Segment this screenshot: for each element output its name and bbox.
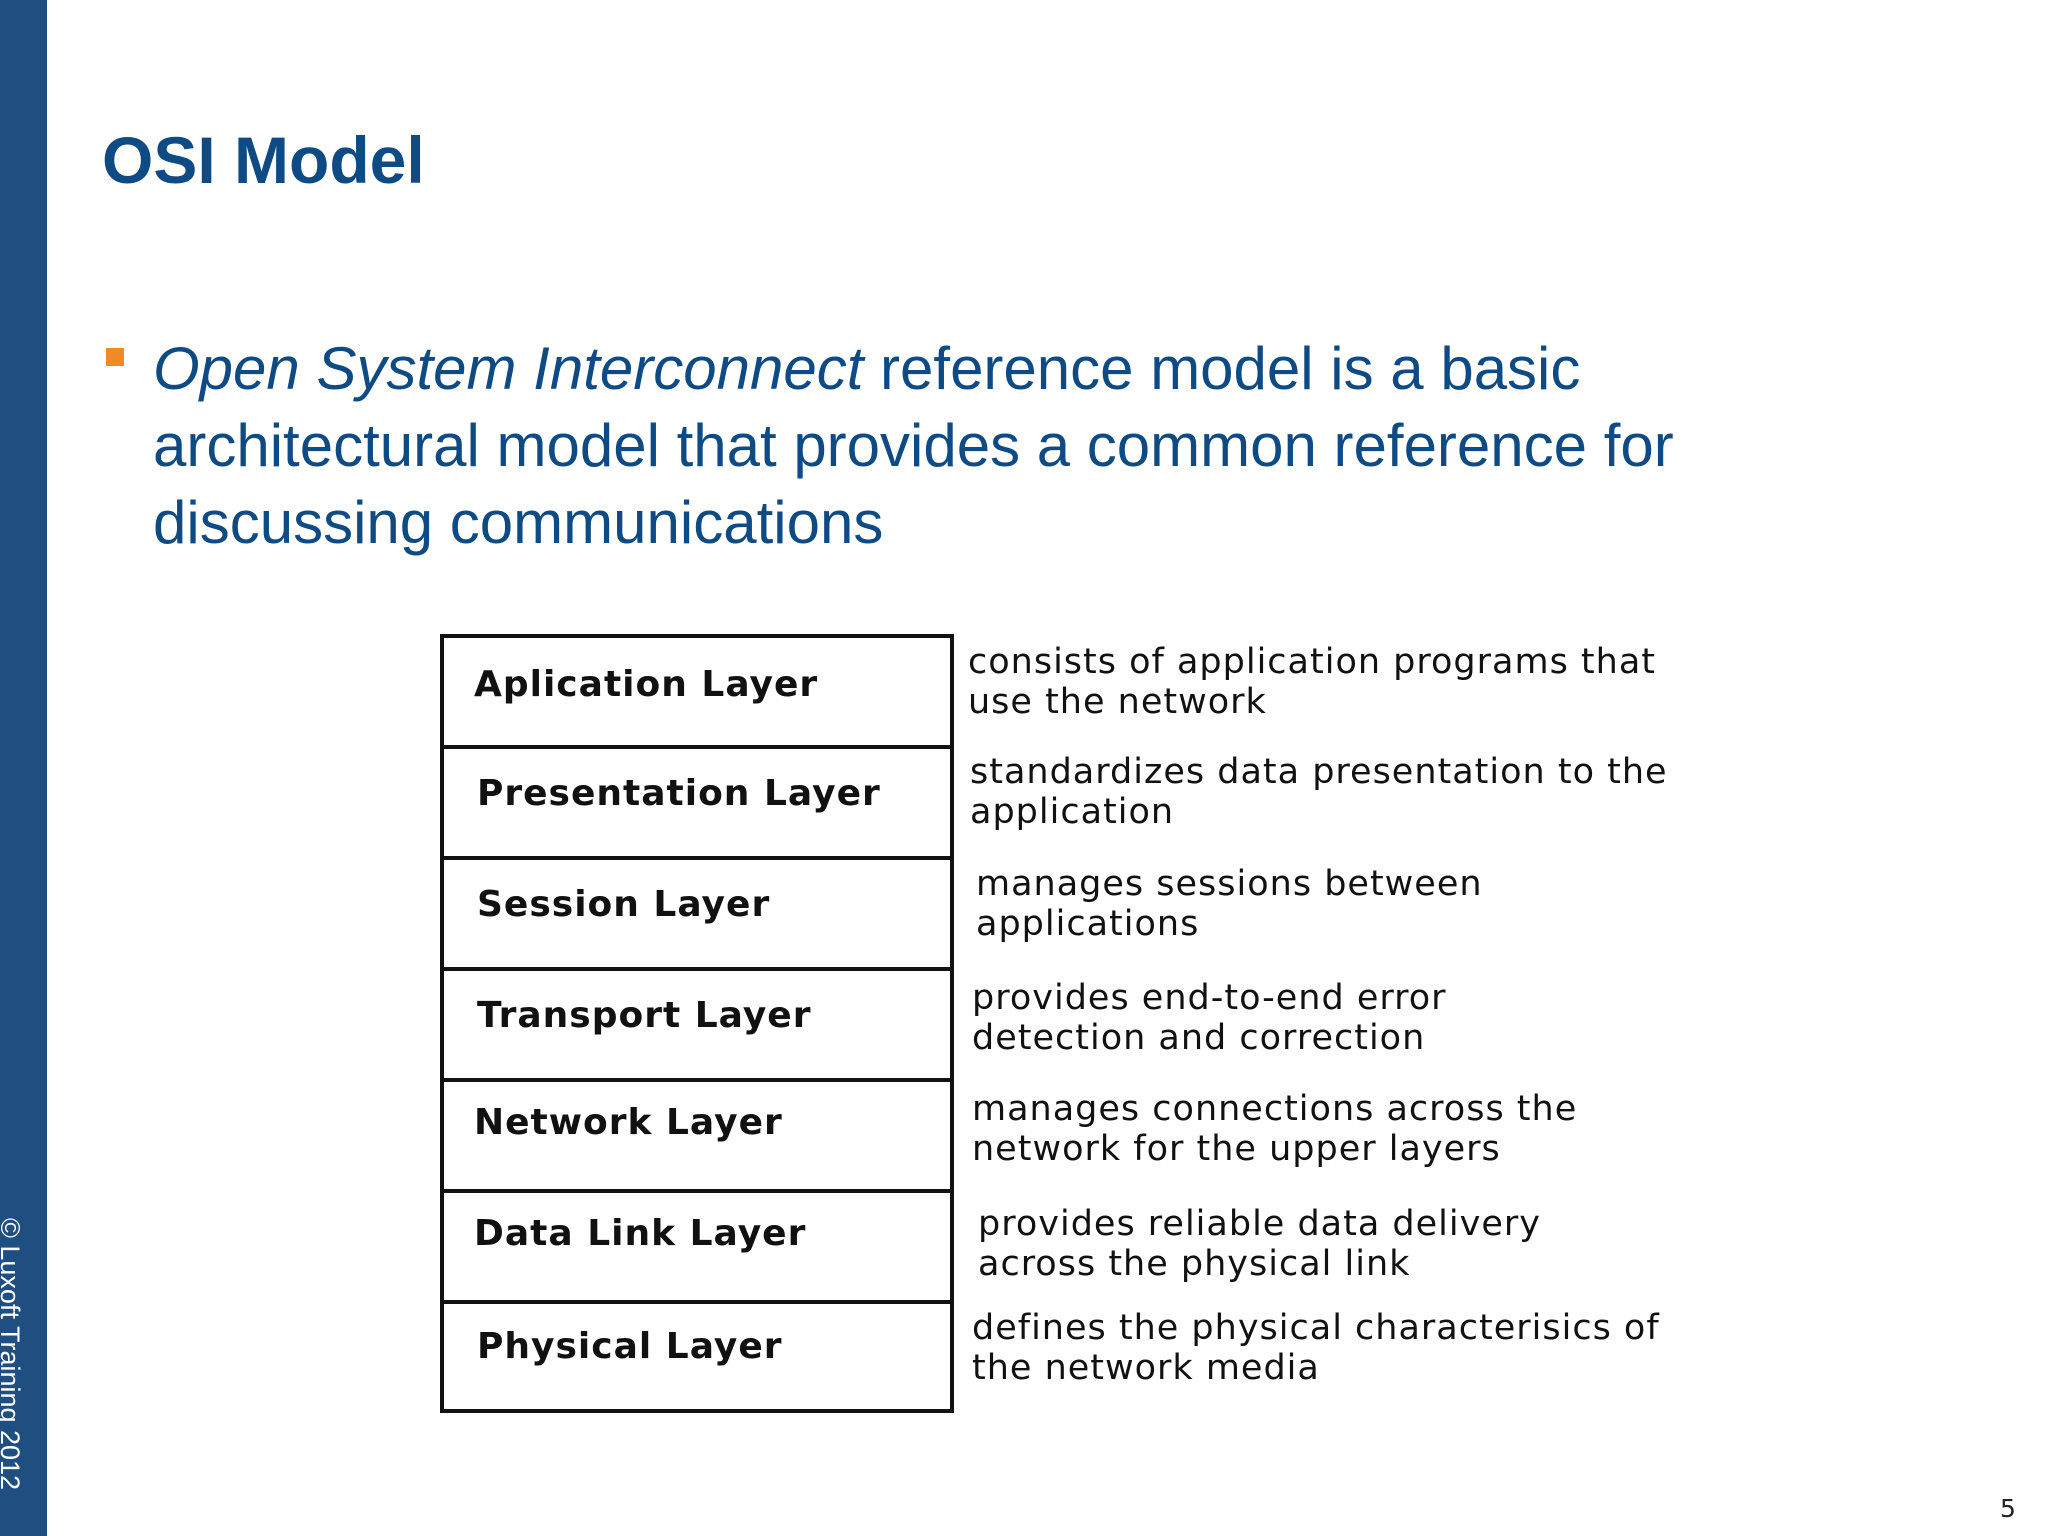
layer-name: Presentation Layer <box>477 773 881 814</box>
page-number: 5 <box>2000 1494 2016 1523</box>
layer-description-presentation: standardizes data presentation to the ap… <box>970 752 1668 832</box>
layer-description-physical: defines the physical characterisics of t… <box>972 1308 1660 1388</box>
layer-row-data-link: Data Link Layer <box>444 1193 950 1304</box>
osi-layer-table: Aplication Layer Presentation Layer Sess… <box>440 634 954 1413</box>
bullet-rest-text: reference model is a basic architectural… <box>153 335 1674 556</box>
layer-description-session: manages sessions between applications <box>976 864 1483 944</box>
layer-description-application: consists of application programs that us… <box>968 642 1657 722</box>
bullet-text: Open System Interconnect reference model… <box>153 330 1873 561</box>
layer-name: Data Link Layer <box>474 1213 807 1254</box>
layer-row-application: Aplication Layer <box>444 638 950 749</box>
layer-description-transport: provides end-to-end error detection and … <box>972 978 1447 1058</box>
side-copyright-container: © Luxoft Training 2012 <box>0 1218 47 1536</box>
layer-name: Session Layer <box>477 884 771 925</box>
side-bar <box>0 0 47 1536</box>
bullet-square-icon <box>106 348 124 366</box>
layer-row-physical: Physical Layer <box>444 1304 950 1409</box>
layer-name: Network Layer <box>474 1102 783 1143</box>
bullet-italic-text: Open System Interconnect <box>153 335 864 402</box>
side-copyright-text: © Luxoft Training 2012 <box>0 1218 25 1491</box>
layer-name: Physical Layer <box>477 1326 783 1367</box>
layer-description-data-link: provides reliable data delivery across t… <box>978 1204 1541 1284</box>
layer-row-presentation: Presentation Layer <box>444 749 950 860</box>
slide-title: OSI Model <box>102 123 425 197</box>
layer-name: Aplication Layer <box>474 664 819 705</box>
layer-row-network: Network Layer <box>444 1082 950 1193</box>
layer-row-transport: Transport Layer <box>444 971 950 1082</box>
layer-description-network: manages connections across the network f… <box>972 1089 1578 1169</box>
layer-row-session: Session Layer <box>444 860 950 971</box>
layer-name: Transport Layer <box>477 995 812 1036</box>
